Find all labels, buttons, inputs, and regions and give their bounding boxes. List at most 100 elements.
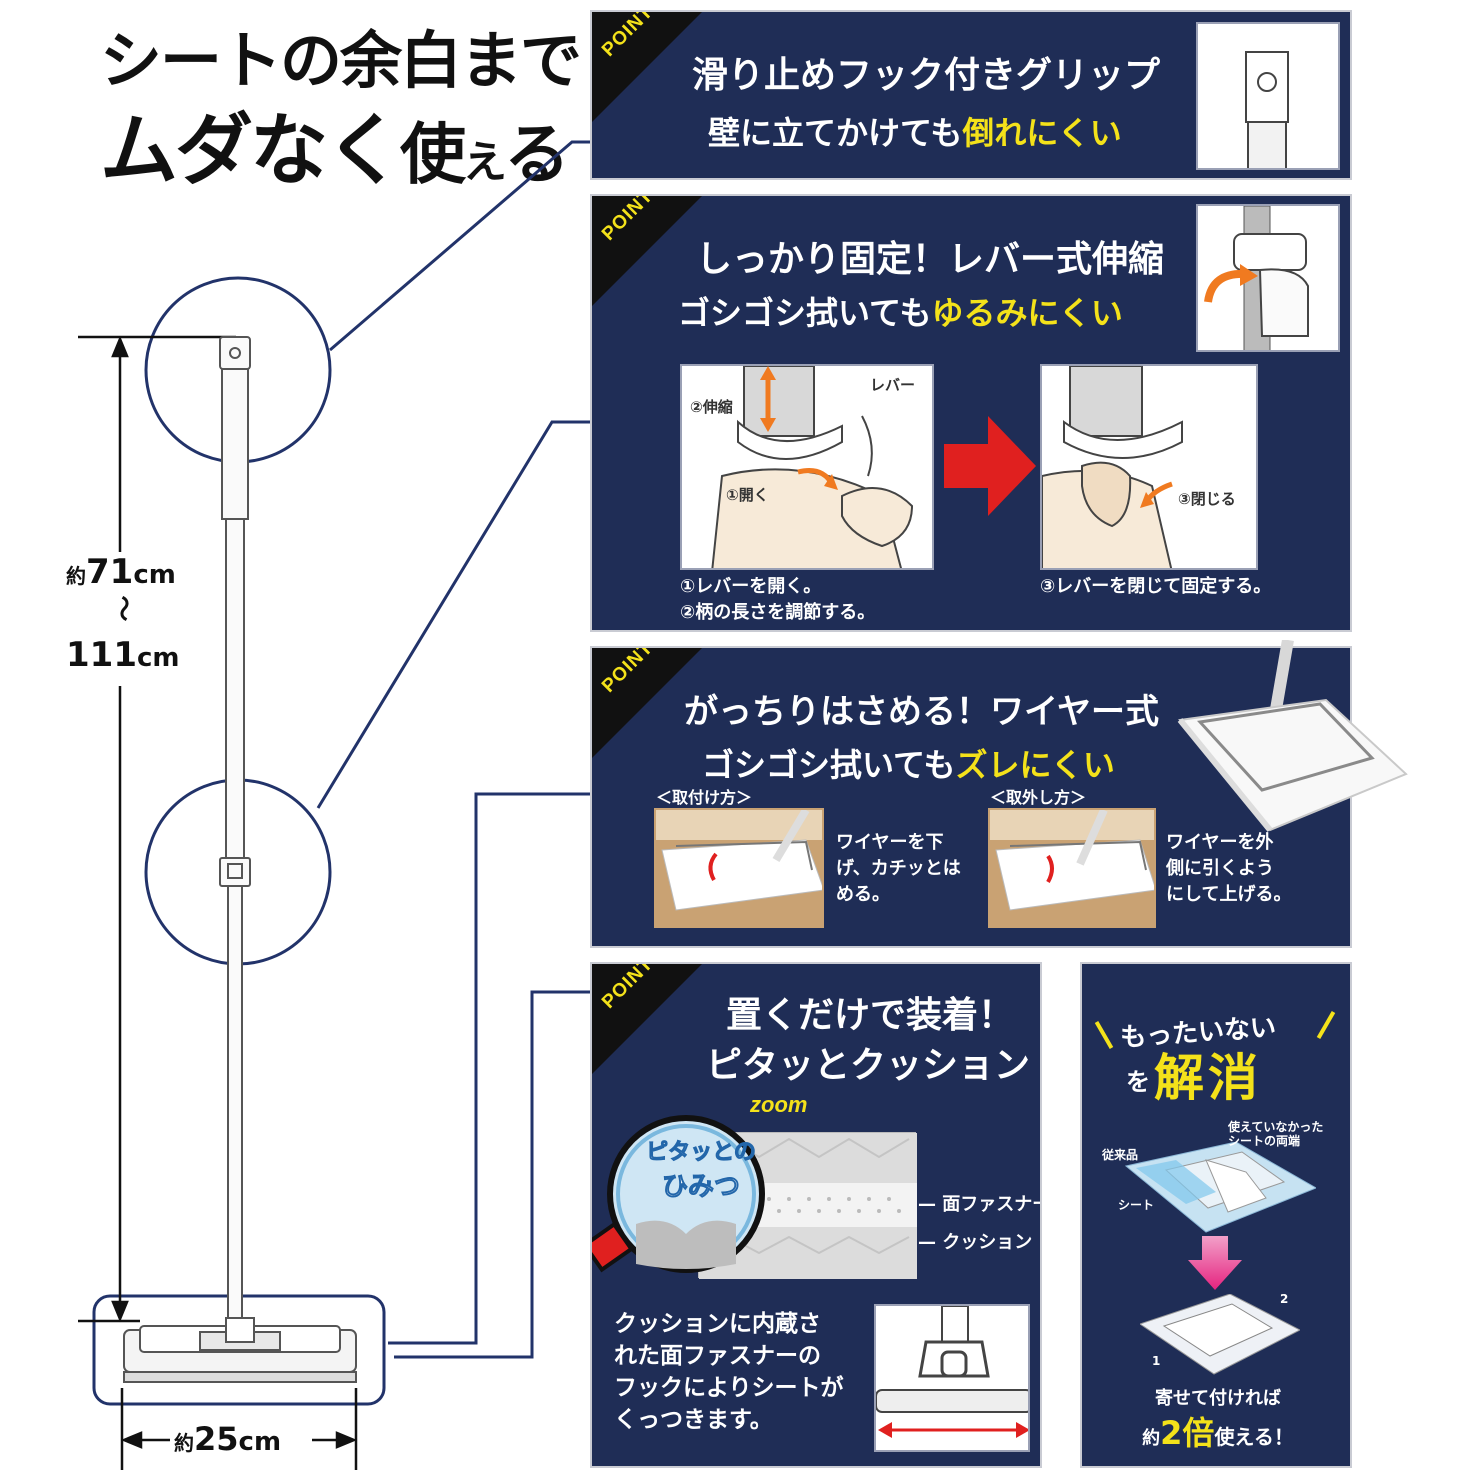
connector-line-grip (329, 140, 592, 352)
height-unit-1: cm (133, 560, 176, 590)
foot-line-1: 寄せて付ければ (1155, 1388, 1281, 1409)
point-corner (592, 648, 702, 758)
height-prefix: 約 (66, 564, 86, 588)
label-open: ①開く (726, 486, 769, 504)
foot-prefix: 約 (1142, 1428, 1161, 1449)
connector-line-cushion (394, 990, 592, 1359)
width-unit: cm (238, 1427, 282, 1457)
lever-drawing (1204, 206, 1309, 350)
headline-line2: ムダなく使える (100, 88, 570, 200)
lever-step-close-photo: ③閉じる (1040, 364, 1258, 570)
cushion-body-2: れた面ファスナーの (614, 1343, 821, 1369)
mottainai-slash-right-icon (1316, 1011, 1336, 1039)
mop-head-side-photo (874, 1304, 1030, 1452)
panel-lever-title: しっかり固定！レバー式伸縮 (696, 239, 1165, 280)
zoom-label: zoom (750, 1092, 808, 1117)
kaisho-wo: を (1126, 1068, 1150, 1096)
panel-lever-sub-yellow: ゆるみにくい (931, 294, 1123, 332)
detach-heading: ＜取外し方＞ (990, 788, 1087, 807)
lever-close-drawing (1042, 366, 1183, 568)
label-unused-2: シートの両端 (1228, 1134, 1301, 1148)
panel-grip-title: 滑り止めフック付きグリップ (692, 55, 1161, 96)
panel-wire-title: がっちりはさめる！ワイヤー式 (684, 692, 1159, 732)
connector-line-wire (388, 792, 592, 1345)
attach-text-3: める。 (836, 884, 890, 905)
cushion-body-1: クッションに内蔵さ (614, 1311, 821, 1337)
label-cushion-text: クッション (942, 1232, 1033, 1253)
cushion-body-3: フックによりシートが (614, 1375, 844, 1401)
panel-lever-sub-white: ゴシゴシ拭いても (678, 294, 932, 332)
label-extend: ②伸縮 (690, 398, 733, 416)
foot-double: 2倍 (1160, 1414, 1215, 1452)
grip-photo (1196, 22, 1340, 170)
number-2: 2 (1280, 1292, 1289, 1306)
panel-cushion: POINT 置くだけで装着！ ピタッとクッション zoom ピタッとの ひみつ … (590, 962, 1042, 1468)
label-lever: レバー (870, 376, 916, 394)
secret-label-2: ひみつ (661, 1172, 740, 1203)
label-conventional: 従来品 (1102, 1148, 1139, 1162)
down-arrow-icon (1188, 1236, 1242, 1290)
attach-text-1: ワイヤーを下 (836, 832, 944, 853)
panel-cushion-title-2: ピタッとクッション (706, 1045, 1031, 1086)
label-fastener-text: 面ファスナー (942, 1194, 1042, 1215)
point-corner (592, 964, 702, 1074)
cushion-body-4: くっつきます。 (614, 1407, 773, 1433)
detach-drawing (990, 810, 1154, 911)
height-unit-2: cm (136, 643, 180, 673)
detach-text-3: にして上げる。 (1166, 884, 1292, 905)
lever-caption-right: ③レバーを閉じて固定する。 (1040, 576, 1272, 597)
label-sheet: シート (1118, 1198, 1155, 1212)
panel-grip: POINT 滑り止めフック付きグリップ 壁に立てかけても倒れにくい (590, 10, 1352, 180)
width-label: 約25cm (174, 1420, 281, 1458)
height-max: 111 (66, 635, 137, 675)
label-unused-1: 使えていなかった (1228, 1120, 1324, 1134)
panel-grip-subtitle: 壁に立てかけても倒れにくい (708, 108, 1122, 154)
attach-text-2: げ、カチッとは (836, 858, 961, 879)
headline-line2-a: ムダなく (100, 106, 403, 196)
point-corner (592, 12, 702, 122)
detach-photo (988, 808, 1156, 928)
magnifier-icon (592, 1115, 765, 1273)
attach-drawing (656, 810, 822, 911)
panel-lever-subtitle: ゴシゴシ拭いてもゆるみにくい (678, 288, 1123, 334)
number-1: 1 (1152, 1354, 1161, 1368)
panel-wire: POINT がっちりはさめる！ワイヤー式 ゴシゴシ拭いてもズレにくい ＜取付け方… (590, 646, 1352, 948)
mop-head-photo (1177, 640, 1408, 832)
new-sheet-image (1140, 1294, 1300, 1375)
lever-photo (1196, 204, 1340, 352)
mop-head-side-drawing (876, 1306, 1028, 1438)
height-tilde: 〜 (107, 595, 138, 622)
foot-usable: 使える！ (1214, 1425, 1294, 1449)
kaisho-label: 解消 (1154, 1049, 1262, 1107)
panel-wire-sub-yellow: ズレにくい (955, 746, 1115, 784)
panel-grip-sub-yellow: 倒れにくい (962, 114, 1122, 152)
height-min: 71 (86, 552, 134, 592)
panel-wire-subtitle: ゴシゴシ拭いてもズレにくい (702, 740, 1115, 786)
label-cushion: — クッション (918, 1232, 1033, 1253)
point-corner (592, 196, 702, 306)
detach-text-2: 側に引くよう (1166, 858, 1274, 879)
next-step-arrow-icon (944, 416, 1036, 516)
conventional-sheet-image (1124, 1142, 1316, 1233)
lever-open-drawing (711, 366, 914, 568)
headline-line1: シートの余白まで (100, 24, 582, 97)
foot-line-2: 約2倍使える！ (1082, 1408, 1350, 1454)
secret-label-1: ピタッとの (646, 1140, 757, 1166)
attach-photo (654, 808, 824, 928)
lever-step-open-photo: ②伸縮 レバー ①開く (680, 364, 934, 570)
mottainai-slash-left-icon (1094, 1021, 1114, 1049)
headline-line2-c: え (463, 137, 507, 188)
width-prefix: 約 (174, 1431, 194, 1455)
cushion-pattern (698, 1133, 917, 1279)
panel-lever: POINT しっかり固定！レバー式伸縮 ゴシゴシ拭いてもゆるみにくい ②伸縮 レ… (590, 194, 1352, 632)
detach-text-1: ワイヤーを外 (1166, 832, 1274, 853)
width-value: 25 (194, 1420, 239, 1458)
attach-heading: ＜取付け方＞ (656, 788, 753, 807)
lever-caption-left-2: ②柄の長さを調節する。 (680, 602, 876, 623)
panel-mottainai: もったいない を 解消 使えていなかった シートの両端 従来品 シート 1 2 … (1080, 962, 1352, 1468)
panel-grip-sub-white: 壁に立てかけても (708, 114, 963, 152)
grip-drawing (1245, 51, 1289, 168)
lever-caption-left-1: ①レバーを開く。 (680, 576, 822, 597)
panel-cushion-title-1: 置くだけで装着！ (726, 995, 1015, 1036)
